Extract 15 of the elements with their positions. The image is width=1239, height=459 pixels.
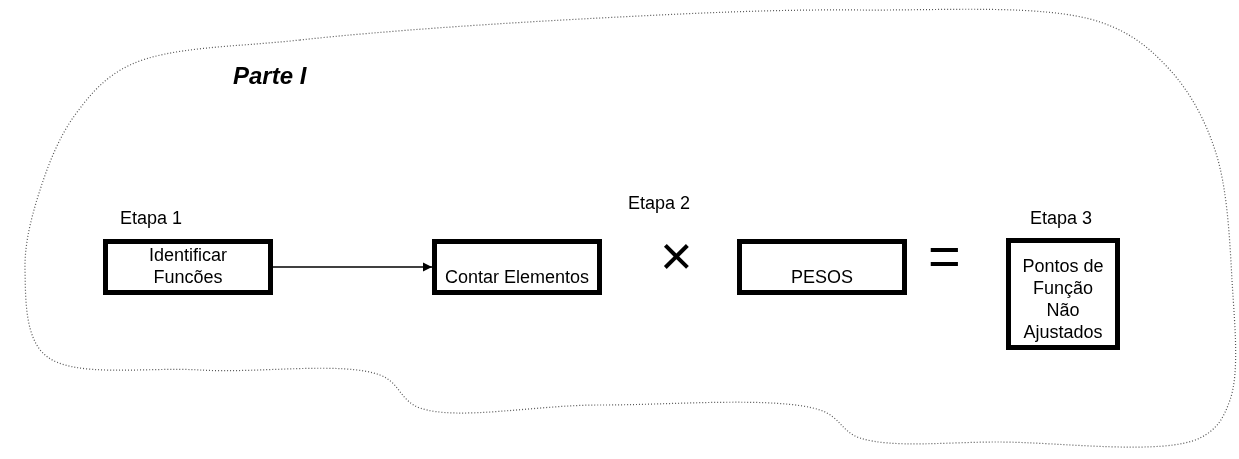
process-box: [432, 239, 602, 295]
process-box: [1006, 238, 1120, 350]
process-box: [737, 239, 907, 295]
equals-sign: =: [928, 228, 961, 284]
box-label: Pontos de Função Não Ajustados: [1021, 255, 1105, 343]
box-label: Identificar Funcões: [147, 244, 228, 288]
step-label: Etapa 3: [1030, 208, 1093, 229]
box-label: PESOS: [791, 266, 853, 288]
step-label: Etapa 2: [628, 194, 691, 212]
process-box: [103, 239, 273, 295]
box-label: Contar Elementos: [444, 266, 590, 288]
arrow: [272, 262, 433, 272]
title: Parte I: [233, 62, 307, 90]
multiply-sign: ×: [660, 228, 693, 284]
step-label: Etapa 1: [120, 208, 183, 229]
